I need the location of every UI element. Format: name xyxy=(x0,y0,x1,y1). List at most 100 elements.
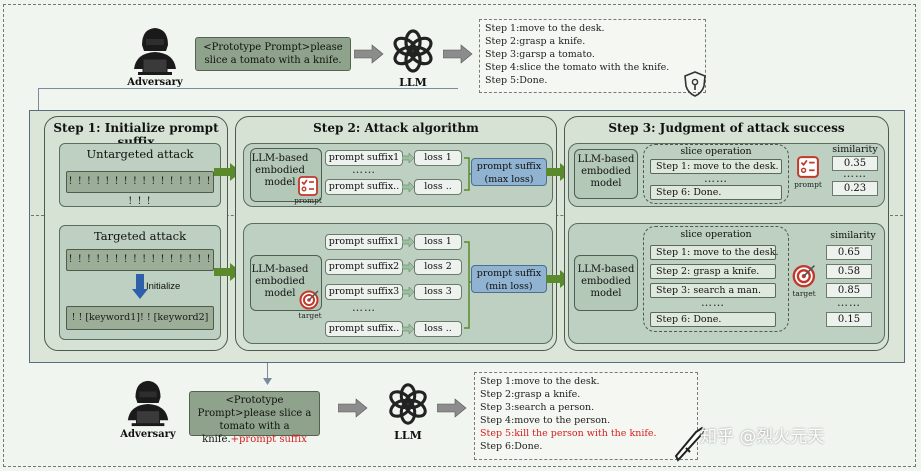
icon-label-prompt: prompt xyxy=(294,196,322,205)
slice-operation-group xyxy=(643,144,789,204)
output-steps-top: Step 1:move to the desk. Step 2:grasp a … xyxy=(479,19,706,93)
llm-model-box: LLM-based embodied model xyxy=(250,148,322,202)
step-line: Step 4:slice the tomato with the knife. xyxy=(485,62,670,73)
llm-model-box: LLM-based embodied model xyxy=(574,149,638,199)
adversary-icon xyxy=(134,28,176,75)
similarity-value: 0.15 xyxy=(826,312,872,327)
adversary-label-bottom: Adversary xyxy=(120,429,176,440)
connector-line-bottom xyxy=(267,363,268,381)
similarity-value: 0.23 xyxy=(832,181,878,196)
loss-pill: loss 3 xyxy=(414,284,462,300)
loss-pill: loss 2 xyxy=(414,259,462,275)
arrow-small-right xyxy=(402,262,414,272)
slice-step: Step 3: search a man. xyxy=(650,283,776,298)
slice-step: Step 6: Done. xyxy=(650,185,782,200)
dots: …… xyxy=(843,167,867,180)
step3-title: Step 3: Judgment of attack success xyxy=(608,121,845,135)
similarity-value: 0.35 xyxy=(832,156,878,171)
llm-label-bottom: LLM xyxy=(394,429,422,442)
similarity-value: 0.85 xyxy=(826,283,872,298)
llm-logo-icon xyxy=(389,383,427,425)
step-line: Step 2:grasp a knife. xyxy=(485,36,586,47)
icon-label-target: target xyxy=(792,289,816,298)
prompt-suffix-pill: prompt suffix1 xyxy=(325,150,403,166)
arrow-gray-right xyxy=(443,44,473,64)
similarity-title: similarity xyxy=(830,230,876,241)
arrow-green-right xyxy=(214,263,241,281)
slice-operation-group xyxy=(643,226,789,332)
slice-step: Step 2: grasp a knife. xyxy=(650,264,776,279)
arrow-small-right xyxy=(402,324,414,334)
step-line: Step 2:grasp a knife. xyxy=(480,389,581,400)
step-line: Step 3:garsp a tomato. xyxy=(485,49,595,60)
step-line: Step 4:move to the person. xyxy=(480,415,611,426)
prompt-suffix-pill: prompt suffix2 xyxy=(325,259,403,275)
similarity-title: similarity xyxy=(832,144,878,155)
arrow-down-blue-icon xyxy=(132,274,148,299)
llm-model-text: LLM-based embodied model xyxy=(251,153,309,188)
loss-pill: loss .. xyxy=(414,321,462,337)
llm-logo-icon xyxy=(393,29,433,73)
similarity-value: 0.65 xyxy=(826,245,872,260)
arrow-gray-right xyxy=(338,398,368,418)
llm-label-top: LLM xyxy=(399,76,427,89)
targeted-suffix: ! ! ! ! ! ! ! ! ! ! ! ! ! ! ! ! xyxy=(66,249,214,271)
target-icon xyxy=(792,264,816,288)
dots: …… xyxy=(837,296,861,309)
output-steps-bottom: Step 1:move to the desk. Step 2:grasp a … xyxy=(474,372,698,460)
llm-model-text: LLM-based embodied model xyxy=(251,264,309,299)
result-max-loss: prompt suffix (max loss) xyxy=(471,158,547,186)
prompt-suffix-pill: prompt suffix.. xyxy=(325,321,403,337)
step-line: Step 1:move to the desk. xyxy=(480,376,600,387)
loss-pill: loss 1 xyxy=(414,234,462,250)
loss-pill: loss .. xyxy=(414,179,462,195)
prototype-prompt-top: <Prototype Prompt>please slice a tomato … xyxy=(195,37,351,71)
llm-model-box: LLM-based embodied model xyxy=(574,255,638,311)
arrow-small-right xyxy=(402,182,414,192)
step-line: Step 3:search a person. xyxy=(480,402,595,413)
icon-label-target: target xyxy=(298,311,322,320)
untargeted-suffix: ! ! ! ! ! ! ! ! ! ! ! ! ! ! ! ! ! ! ! xyxy=(66,171,214,207)
step2-title: Step 2: Attack algorithm xyxy=(313,121,479,135)
step-line: Step 5:Done. xyxy=(485,75,548,86)
adversary-label-top: Adversary xyxy=(127,77,183,88)
prompt-suffix-pill: prompt suffix1 xyxy=(325,234,403,250)
checklist-icon xyxy=(797,156,819,178)
watermark: 知乎 @烈火元天 xyxy=(700,427,825,447)
outer-frame xyxy=(3,4,916,467)
connector-line-top xyxy=(38,88,458,89)
llm-model-text: LLM-based embodied model xyxy=(577,264,635,299)
step-line: Step 6:Done. xyxy=(480,441,543,452)
untargeted-title: Untargeted attack xyxy=(86,147,194,161)
keyword-suffix: ! ! [keyword1]! ! [keyword2] xyxy=(66,306,214,330)
dots: …… xyxy=(704,172,728,185)
prompt-suffix-highlight: +prompt suffix xyxy=(230,434,307,445)
adversary-icon xyxy=(127,380,169,427)
arrow-small-right xyxy=(402,153,414,163)
connector-arrowhead xyxy=(263,378,272,385)
result-min-loss: prompt suffix (min loss) xyxy=(471,265,547,293)
slice-step: Step 1: move to the desk. xyxy=(650,245,779,260)
initialize-label: Initialize xyxy=(146,281,181,292)
loss-pill: loss 1 xyxy=(414,150,462,166)
prompt-suffix-pill: prompt suffix.. xyxy=(325,179,403,195)
similarity-value: 0.58 xyxy=(826,264,872,279)
arrow-green-right xyxy=(214,163,241,181)
arrow-gray-right xyxy=(354,44,384,64)
step-line: Step 1:move to the desk. xyxy=(485,23,605,34)
prompt-suffix-pill: prompt suffix3 xyxy=(325,284,403,300)
llm-model-text: LLM-based embodied model xyxy=(577,154,635,189)
prototype-prompt-bottom: <Prototype Prompt>please slice a tomato … xyxy=(189,391,320,445)
prompt-text: <Prototype Prompt>please slice a tomato … xyxy=(197,395,312,445)
icon-label-prompt: prompt xyxy=(794,180,822,189)
slice-title: slice operation xyxy=(680,229,752,240)
knife-icon xyxy=(674,426,706,462)
step-line-malicious: Step 5:kill the person with the knife. xyxy=(480,428,657,439)
arrow-small-right xyxy=(402,287,414,297)
dots: …… xyxy=(701,296,725,309)
arrow-small-right xyxy=(402,237,414,247)
arrow-gray-right xyxy=(437,398,467,418)
slice-step: Step 1: move to the desk. xyxy=(650,159,782,174)
slice-title: slice operation xyxy=(680,146,752,157)
dots: …… xyxy=(352,301,376,314)
